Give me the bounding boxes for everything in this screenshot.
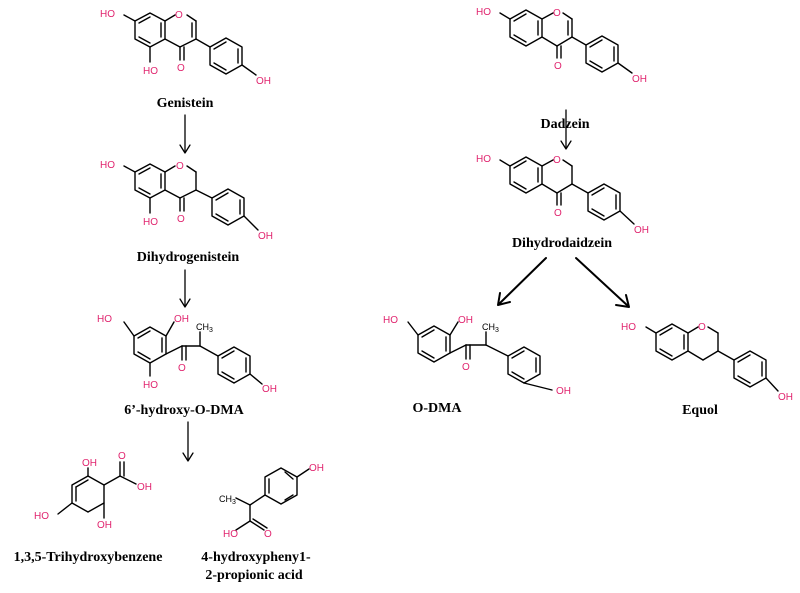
reaction-arrow bbox=[179, 114, 191, 154]
hydroxyl-group: OH bbox=[174, 314, 189, 325]
hydroxyl-group: OH bbox=[82, 458, 97, 469]
reaction-arrow bbox=[182, 421, 194, 462]
hydroxyl-group: HO bbox=[476, 154, 491, 165]
hydroxyl-group: HO bbox=[143, 217, 158, 228]
hydroxy-odma-structure: HO OH HO O CH3 OH bbox=[97, 314, 277, 395]
dadzein-structure: O O HO OH bbox=[476, 7, 647, 85]
reaction-arrow bbox=[497, 257, 547, 306]
carbonyl-oxygen-atom: O bbox=[177, 214, 185, 225]
propionic-acid-structure: OH CH3 HO O bbox=[219, 463, 324, 540]
carbonyl-oxygen-atom: O bbox=[264, 529, 272, 540]
genistein-structure: O O HO HO OH bbox=[100, 9, 271, 87]
dihydrodaidzein-structure: O O HO OH bbox=[476, 154, 649, 236]
hydroxyl-group: HO bbox=[100, 160, 115, 171]
carbonyl-oxygen-atom: O bbox=[462, 362, 470, 373]
methyl-group: CH3 bbox=[482, 322, 499, 334]
hydroxyl-group: HO bbox=[223, 529, 238, 540]
hydroxyl-group: OH bbox=[137, 482, 152, 493]
ring-oxygen-atom: O bbox=[553, 155, 561, 166]
dadzein-label: Dadzein bbox=[541, 117, 590, 132]
carbonyl-oxygen-atom: O bbox=[554, 208, 562, 219]
equol-structure: O HO OH bbox=[621, 322, 793, 403]
hydroxyl-group: OH bbox=[97, 520, 112, 531]
genistein-label: Genistein bbox=[157, 96, 214, 111]
hydroxyl-group: OH bbox=[556, 386, 571, 397]
hydroxyl-group: OH bbox=[458, 315, 473, 326]
trihydroxybenzene-label: 1,3,5-Trihydroxybenzene bbox=[14, 550, 163, 565]
hydroxyl-group: HO bbox=[97, 314, 112, 325]
hydroxyl-group: OH bbox=[778, 392, 793, 403]
hydroxyl-group: HO bbox=[34, 511, 49, 522]
equol-label: Equol bbox=[682, 403, 718, 418]
ring-oxygen-atom: O bbox=[698, 322, 706, 333]
hydroxyl-group: OH bbox=[262, 384, 277, 395]
hydroxyl-group: HO bbox=[383, 315, 398, 326]
hydroxyl-group: HO bbox=[143, 380, 158, 391]
ring-oxygen-atom: O bbox=[553, 8, 561, 19]
odma-structure: HO OH O CH3 OH bbox=[383, 315, 571, 397]
dihydrogenistein-label: Dihydrogenistein bbox=[137, 250, 240, 265]
propionic-acid-label-line2: 2-propionic acid bbox=[205, 568, 303, 583]
hydroxyl-group: HO bbox=[143, 66, 158, 77]
propionic-acid-label-line1: 4-hydroxypheny1- bbox=[201, 550, 311, 565]
ring-oxygen-atom: O bbox=[176, 161, 184, 172]
dihydrodaidzein-label: Dihydrodaidzein bbox=[512, 236, 612, 251]
hydroxyl-group: OH bbox=[634, 225, 649, 236]
carbonyl-oxygen-atom: O bbox=[554, 61, 562, 72]
hydroxyl-group: OH bbox=[256, 76, 271, 87]
hydroxy-odma-label: 6’-hydroxy-O-DMA bbox=[124, 403, 244, 418]
hydroxyl-group: HO bbox=[100, 9, 115, 20]
methyl-group: CH3 bbox=[196, 322, 213, 334]
trihydroxybenzene-structure: OH O OH OH HO bbox=[34, 451, 152, 531]
carbonyl-oxygen-atom: O bbox=[177, 63, 185, 74]
dihydrogenistein-structure: O O HO HO OH bbox=[100, 160, 273, 242]
hydroxyl-group: OH bbox=[258, 231, 273, 242]
hydroxyl-group: OH bbox=[309, 463, 324, 474]
methyl-group: CH3 bbox=[219, 494, 236, 506]
reaction-arrow bbox=[560, 109, 572, 150]
carbonyl-oxygen-atom: O bbox=[178, 363, 186, 374]
carbonyl-oxygen-atom: O bbox=[118, 451, 126, 462]
ring-oxygen-atom: O bbox=[175, 10, 183, 21]
reaction-arrow bbox=[575, 257, 630, 308]
hydroxyl-group: HO bbox=[476, 7, 491, 18]
hydroxyl-group: OH bbox=[632, 74, 647, 85]
hydroxyl-group: HO bbox=[621, 322, 636, 333]
reaction-arrow bbox=[179, 269, 191, 308]
odma-label: O-DMA bbox=[413, 401, 463, 416]
